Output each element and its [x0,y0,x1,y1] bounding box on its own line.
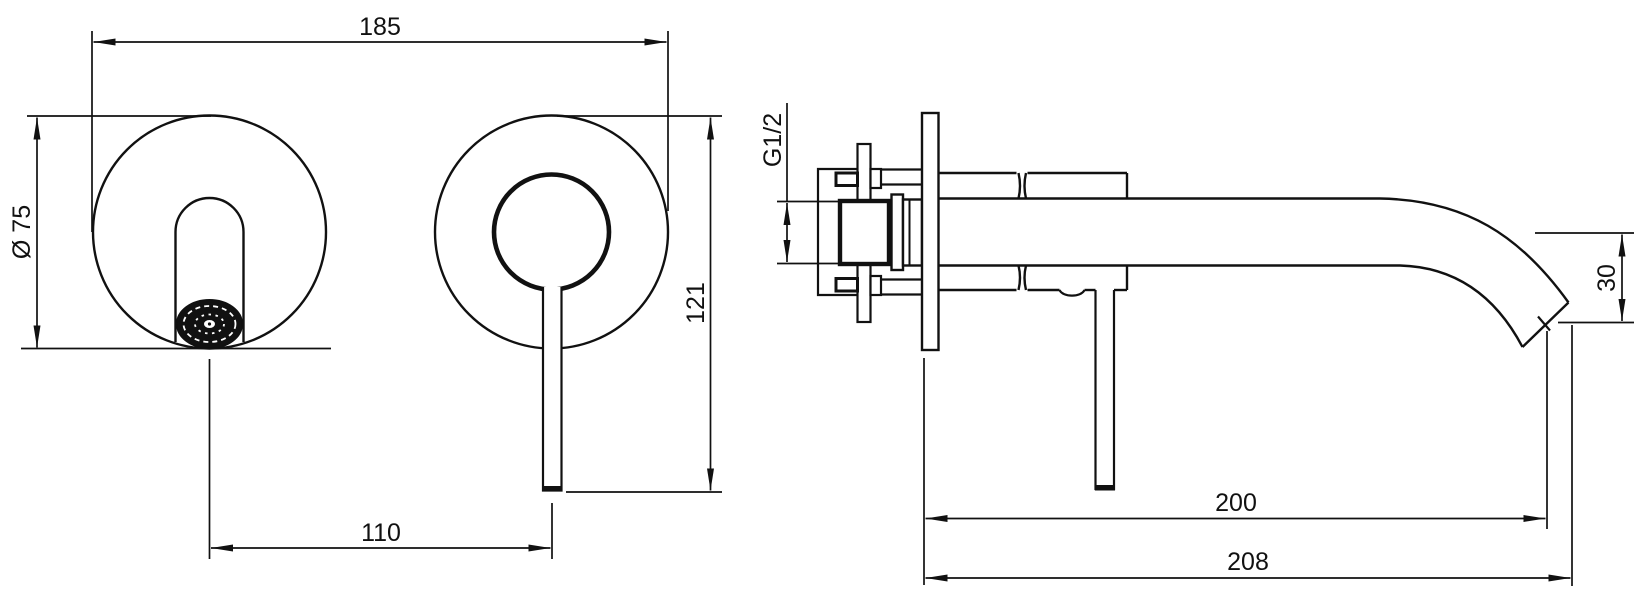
aerator-tick [1537,315,1551,332]
dim-handle-drop: 121 [557,115,722,493]
screw-head [869,274,883,297]
dim-outlet-height: 30 [1535,232,1634,324]
inlet-collar [890,193,905,272]
collar-seam [1023,265,1028,291]
wall-plate [920,111,940,352]
dim-overall-projection: 208 [925,325,1573,586]
body-collar-bottom [938,265,1129,297]
mounting-screw-top [834,167,883,190]
screw-shaft [834,277,859,293]
side-view: G1/2 30 200 208 [759,103,1634,586]
lever-rod-front [541,287,563,492]
dim-escutcheon-diameter: Ø 75 [8,115,331,350]
body-through-wall-lines [881,168,922,296]
collar-seam [1017,265,1022,291]
aerator [176,299,243,349]
dim-label-overall-width: 185 [359,13,401,41]
dim-label-spout-reach: 200 [1215,489,1257,517]
aerator-center-dot [207,322,212,326]
screw-shaft [834,171,859,187]
spout-front-outline [174,196,245,342]
spout-top-curve [938,197,1570,304]
mounting-screw-bottom [834,274,883,297]
lever-end-cap-side [1095,485,1115,491]
body-collar-top [938,171,1129,199]
handle-lever-side [1094,290,1116,491]
front-view: Ø 75 185 110 121 [8,13,722,559]
dim-label-overall-projection: 208 [1227,548,1269,576]
spout-bottom-curve [938,264,1524,348]
dim-label-center-distance: 110 [361,519,401,547]
dim-inlet-thread: G1/2 [759,103,853,265]
dim-spout-reach: 200 [923,331,1548,585]
dim-label-diameter: Ø 75 [8,205,36,259]
rough-in-box [816,167,858,297]
handle-inner-ring [491,172,612,292]
lever-hinge-dome [1058,289,1086,297]
dim-label-outlet-height: 30 [1593,264,1621,292]
inlet-square [837,198,892,267]
lever-end-cap-front [542,486,562,492]
aerator-inner-ring [194,313,225,335]
lever-rod-side [1094,290,1116,491]
collar-seam [1017,172,1022,199]
dim-overall-width: 185 [91,13,669,232]
inlet-nut [901,198,924,267]
dim-label-handle-drop: 121 [682,282,710,324]
screw-head [869,167,883,190]
collar-seam [1023,172,1028,199]
handle-lever-front [541,287,563,492]
dim-label-inlet-thread: G1/2 [759,113,787,167]
dim-center-distance: 110 [208,359,553,559]
aerator-outer-ring [182,305,237,343]
spout-side [938,197,1570,348]
